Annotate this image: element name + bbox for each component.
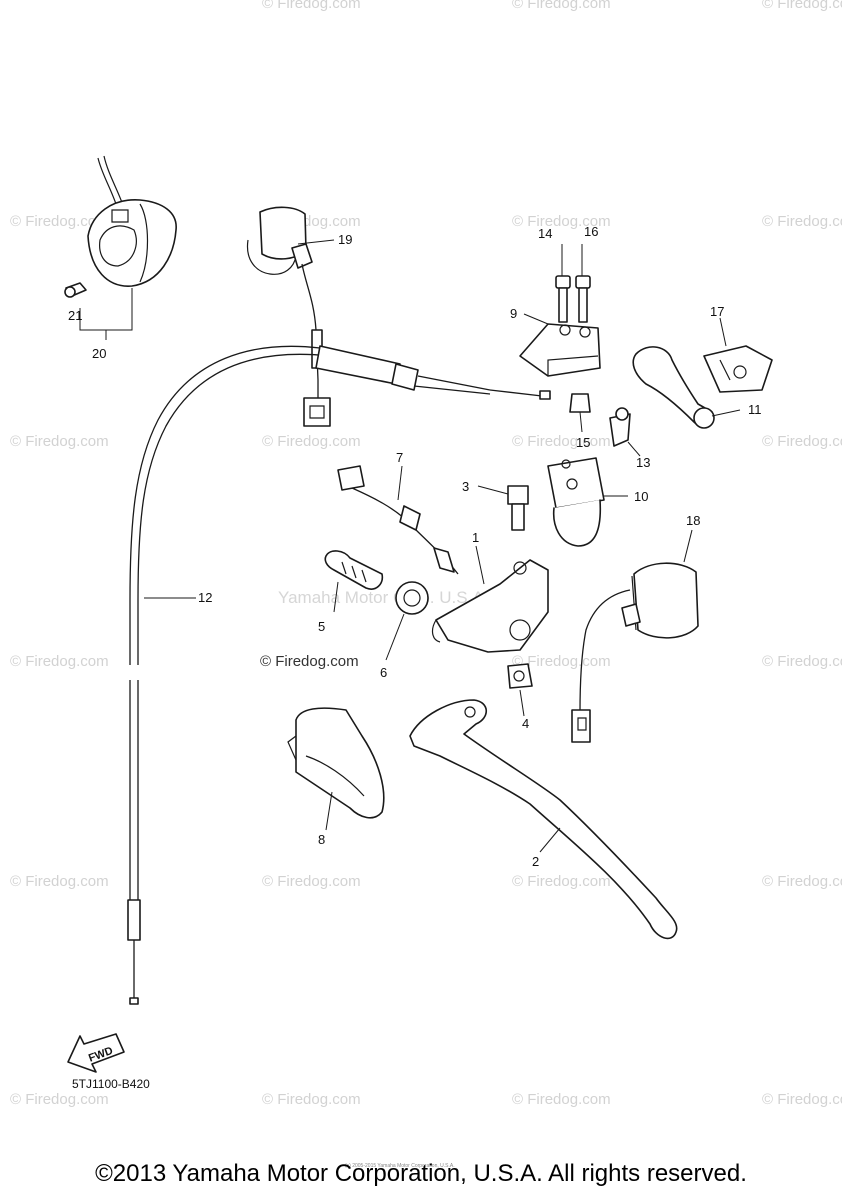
part-14-bolt xyxy=(555,275,571,323)
watermark: © Firedog.com xyxy=(262,0,361,12)
part-12-clutch-cable xyxy=(127,345,551,1005)
diagram-code: 5TJ1100-B420 xyxy=(72,1077,150,1091)
watermark: © Firedog.com xyxy=(10,433,109,450)
callout-numbers: 1 2 3 4 5 6 7 8 9 10 11 12 13 14 15 16 1… xyxy=(68,224,762,869)
part-3-bolt xyxy=(507,485,529,531)
watermark: © Firedog.com xyxy=(762,213,842,230)
part-2-clutch-lever xyxy=(409,699,678,940)
watermark: © Firedog.com xyxy=(262,1091,361,1108)
watermark-dark: © Firedog.com xyxy=(260,653,359,670)
callout-3: 3 xyxy=(462,479,469,494)
fine-print: (c) 2005-2015 Yamaha Motor Corporation, … xyxy=(345,1163,455,1169)
watermark: © Firedog.com xyxy=(762,873,842,890)
part-9-holder xyxy=(519,323,601,377)
callout-2: 2 xyxy=(532,854,539,869)
part-20-switch-housing xyxy=(64,155,177,298)
callout-13: 13 xyxy=(636,455,650,470)
part-1-lever-holder xyxy=(431,559,549,653)
callout-21: 21 xyxy=(68,308,82,323)
callout-9: 9 xyxy=(510,306,517,321)
part-18-switch xyxy=(571,562,699,743)
callout-11: 11 xyxy=(748,402,762,417)
part-7-switch-wire xyxy=(337,465,459,575)
copyright-notice: ©2013 Yamaha Motor Corporation, U.S.A. A… xyxy=(95,1160,747,1187)
callout-16: 16 xyxy=(584,224,598,239)
watermark: © Firedog.com xyxy=(10,873,109,890)
part-4-nut xyxy=(507,663,533,689)
part-19-start-switch xyxy=(246,206,331,427)
watermark: © Firedog.com xyxy=(512,0,611,12)
watermark: © Firedog.com xyxy=(512,653,611,670)
part-8-lever-cover xyxy=(287,707,385,819)
callout-20: 20 xyxy=(92,346,106,361)
callout-17: 17 xyxy=(710,304,724,319)
watermark-layer: © Firedog.com © Firedog.com © Firedog.co… xyxy=(10,0,842,1108)
fwd-arrow: FWD xyxy=(67,1033,125,1073)
part-10-clamp xyxy=(547,457,605,547)
watermark: © Firedog.com xyxy=(10,213,109,230)
watermark: © Firedog.com xyxy=(762,1091,842,1108)
callout-5: 5 xyxy=(318,619,325,634)
watermark: © Firedog.com xyxy=(512,433,611,450)
callout-6: 6 xyxy=(380,665,387,680)
part-15-nut xyxy=(569,393,591,413)
callout-14: 14 xyxy=(538,226,552,241)
center-watermark: Yamaha Motor Corp. U.S.A. xyxy=(278,588,488,607)
part-16-bolt xyxy=(575,275,591,323)
watermark: © Firedog.com xyxy=(512,213,611,230)
part-13-screw xyxy=(609,407,631,447)
callout-10: 10 xyxy=(634,489,648,504)
part-17-bracket xyxy=(703,345,773,393)
watermark: © Firedog.com xyxy=(262,873,361,890)
watermark: © Firedog.com xyxy=(10,653,109,670)
part-5-adjuster xyxy=(324,550,384,590)
callout-4: 4 xyxy=(522,716,529,731)
watermark: © Firedog.com xyxy=(762,0,842,12)
watermark: © Firedog.com xyxy=(762,653,842,670)
callout-18: 18 xyxy=(686,513,700,528)
watermark: © Firedog.com xyxy=(762,433,842,450)
callout-8: 8 xyxy=(318,832,325,847)
part-11-lever xyxy=(632,346,715,429)
watermark: © Firedog.com xyxy=(512,873,611,890)
callout-7: 7 xyxy=(396,450,403,465)
callout-19: 19 xyxy=(338,232,352,247)
watermark: © Firedog.com xyxy=(10,1091,109,1108)
watermark: © Firedog.com xyxy=(512,1091,611,1108)
part-6-locknut xyxy=(395,581,429,615)
callout-12: 12 xyxy=(198,590,212,605)
callout-15: 15 xyxy=(576,435,590,450)
callout-1: 1 xyxy=(472,530,479,545)
watermark: © Firedog.com xyxy=(262,433,361,450)
leader-lines xyxy=(79,239,741,853)
